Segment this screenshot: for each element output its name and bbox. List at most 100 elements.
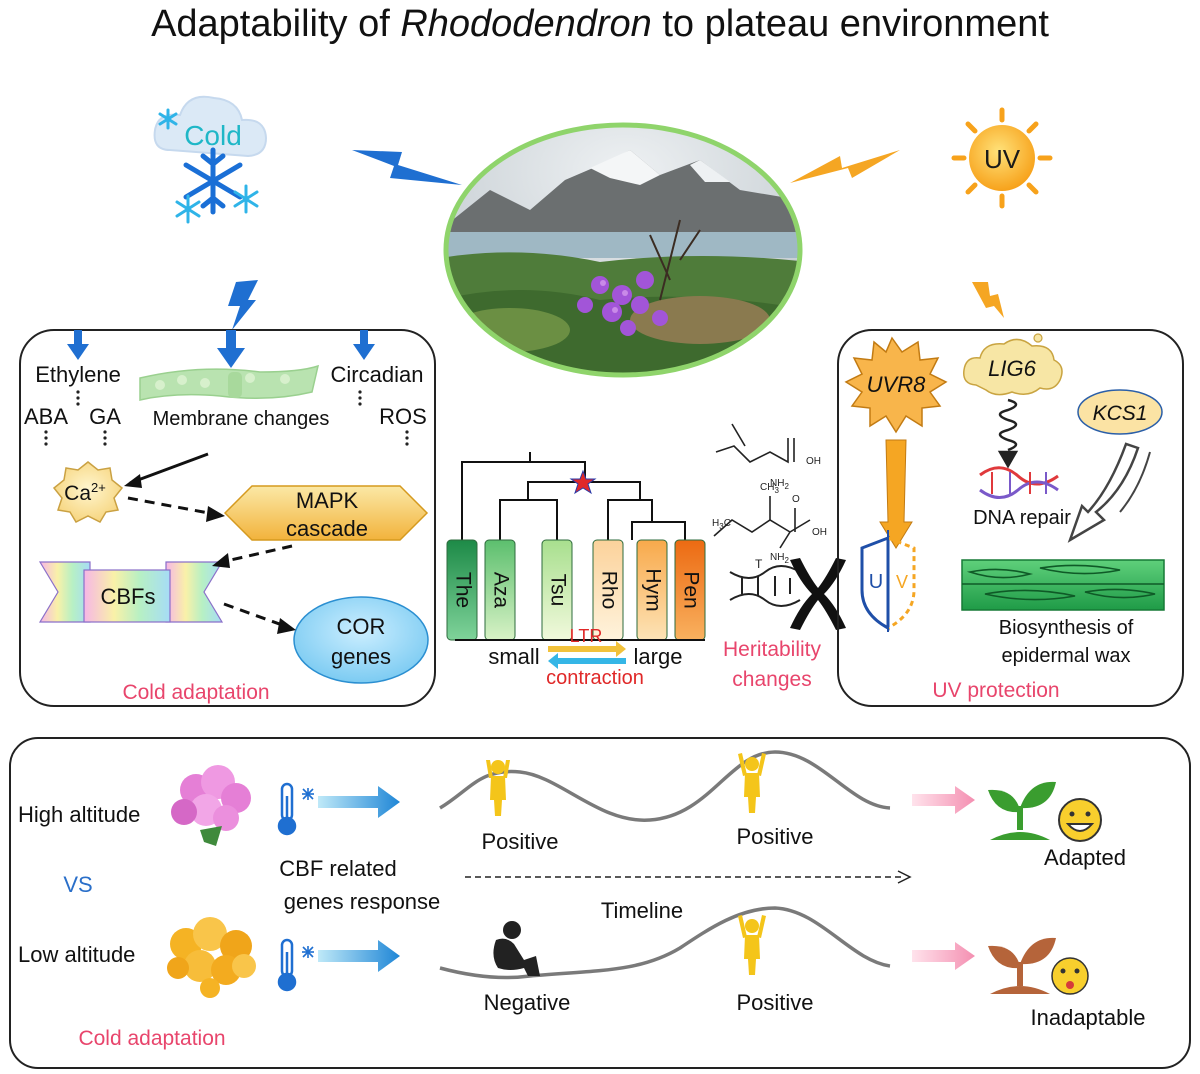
low-phase1-label: Negative	[484, 990, 571, 1015]
bottom-caption: Cold adaptation	[78, 1027, 225, 1050]
thermometer-icon	[277, 938, 314, 992]
svg-text:cascade: cascade	[286, 516, 368, 541]
sprout-icon	[988, 781, 1056, 840]
signal-circadian: Circadian	[331, 362, 424, 387]
high-phase1-label: Positive	[481, 829, 558, 854]
svg-text:Cold: Cold	[184, 120, 242, 151]
ltr-arrows	[548, 641, 626, 669]
membrane-label: Membrane changes	[153, 408, 330, 430]
person-icon	[738, 915, 766, 975]
star-marker	[569, 469, 597, 495]
wax-arrow	[1067, 442, 1151, 543]
ellipsis-marks	[44, 390, 409, 446]
snowflake-icon	[158, 108, 259, 224]
svg-text:CBFs: CBFs	[101, 584, 156, 609]
vs-label: VS	[63, 872, 92, 897]
timeline-label: Timeline	[601, 898, 683, 923]
thermometer-icon	[277, 782, 314, 836]
scale-large: large	[634, 644, 683, 669]
phylogenetic-tree	[461, 452, 686, 540]
svg-text:MAPK: MAPK	[296, 488, 359, 513]
svg-text:LIG6: LIG6	[988, 356, 1036, 381]
lig6-cloud: LIG6	[963, 333, 1063, 396]
svg-text:genes: genes	[331, 644, 391, 669]
ltr-label: LTR	[570, 626, 603, 646]
signal-arrows	[67, 330, 375, 368]
kcs1-node: KCS1	[1077, 389, 1163, 435]
lightning-icon	[790, 150, 900, 183]
svg-text:KCS1: KCS1	[1093, 402, 1148, 425]
yellow-flower-icon	[167, 917, 256, 998]
heritability-label: changes	[732, 668, 811, 691]
clade-label: The	[451, 572, 474, 608]
response-arrow	[318, 786, 400, 818]
signal-ga: GA	[89, 404, 121, 429]
uv-panel-caption: UV protection	[932, 679, 1059, 702]
clade-label: Aza	[489, 572, 512, 609]
mapk-node: MAPK cascade	[223, 485, 429, 541]
cbfs-node: CBFs	[38, 561, 224, 623]
comparison-panel	[9, 737, 1191, 1069]
cor-genes-node: COR genes	[293, 596, 429, 684]
response-arrow	[318, 940, 400, 972]
signal-ethylene: Ethylene	[35, 362, 121, 387]
adapted-label: Adapted	[1044, 845, 1126, 870]
clade-label: Tsu	[546, 574, 569, 607]
sprout-icon	[988, 937, 1056, 994]
dna-repair-label: DNA repair	[973, 507, 1071, 529]
chromosome-icon	[790, 558, 846, 630]
clade-the: The	[446, 539, 478, 641]
coil-icon	[997, 398, 1019, 469]
pink-flower-icon	[171, 765, 251, 846]
clade-aza: Aza	[484, 539, 516, 641]
lightning-icon	[972, 282, 1004, 318]
cbf-response-label: genes response	[284, 889, 441, 914]
uvr8-arrow	[879, 439, 913, 549]
svg-text:V: V	[896, 572, 908, 592]
chem-label: NH2	[770, 478, 789, 491]
svg-text:Ca2+: Ca2+	[64, 480, 106, 505]
clade-tsu: Tsu	[541, 539, 573, 641]
clade-rho: Rho	[592, 539, 624, 641]
membrane-icon	[139, 364, 320, 401]
chem-label: H3C	[712, 518, 731, 531]
calcium-node: Ca2+	[52, 461, 124, 523]
wax-label: Biosynthesis of	[999, 617, 1134, 639]
contraction-label: contraction	[546, 667, 644, 689]
uvr8-burst: UVR8	[844, 336, 948, 434]
plateau-landscape-photo	[443, 122, 803, 378]
sun-icon: UV	[951, 107, 1053, 209]
heritability-label: Heritability	[723, 638, 822, 661]
dna-repair-icon	[979, 466, 1059, 499]
page-title: Adaptability of Rhododendron to plateau …	[151, 3, 1049, 45]
shield-icon: U V	[860, 530, 916, 632]
high-altitude-label: High altitude	[18, 802, 140, 827]
result-arrow	[912, 786, 975, 814]
chem-label: O	[792, 494, 800, 505]
person-icon	[738, 753, 766, 813]
scale-small: small	[488, 644, 539, 669]
low-phase2-label: Positive	[736, 990, 813, 1015]
result-arrow	[912, 942, 975, 970]
clade-label: Pen	[679, 571, 702, 608]
low-altitude-label: Low altitude	[18, 942, 135, 967]
svg-text:U: U	[869, 571, 883, 593]
clade-label: Hym	[641, 568, 664, 611]
chem-label: NH2	[770, 552, 789, 565]
signal-aba: ABA	[24, 404, 68, 429]
svg-text:UVR8: UVR8	[867, 372, 926, 397]
snowflake-icon	[183, 147, 243, 215]
high-phase2-label: Positive	[736, 824, 813, 849]
cold-cloud-icon: Cold	[153, 95, 268, 158]
cold-panel-caption: Cold adaptation	[122, 681, 269, 704]
signal-ros: ROS	[379, 404, 427, 429]
chem-label: CH3	[760, 482, 779, 495]
low-altitude-curve	[439, 906, 891, 980]
clade-pen: Pen	[674, 539, 706, 641]
cbf-response-label: CBF related	[279, 856, 396, 881]
molecule-structures	[713, 423, 811, 549]
sad-face-icon	[1051, 957, 1089, 995]
epidermal-wax-icon	[961, 559, 1165, 611]
uv-protection-panel	[837, 329, 1184, 707]
